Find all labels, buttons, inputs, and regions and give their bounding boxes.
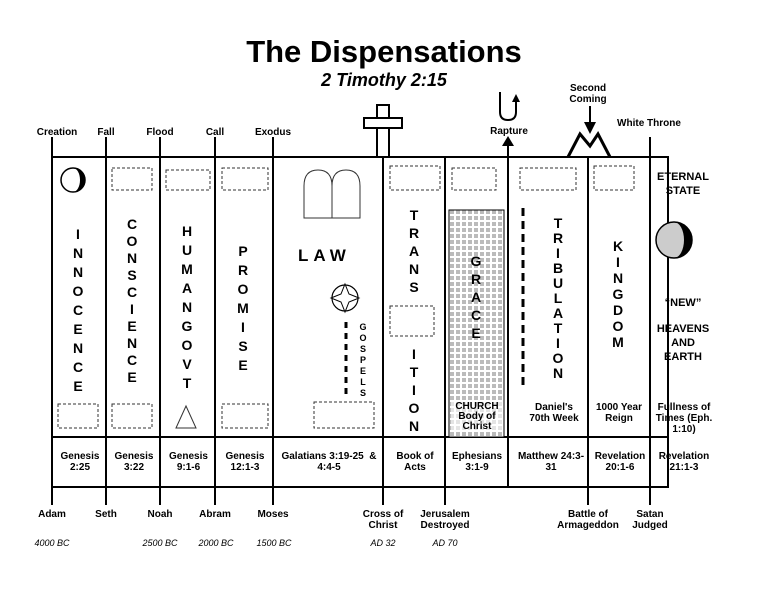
ref-promise: Genesis 12:1-3 xyxy=(225,451,265,473)
illustration-sketches xyxy=(57,165,635,429)
ref-conscience: Genesis 3:22 xyxy=(114,451,154,473)
year-cross: AD 32 xyxy=(370,538,396,548)
label-white-throne: White Throne xyxy=(617,118,681,129)
year-moses: 1500 BC xyxy=(256,538,292,548)
dispensation-law: LAW xyxy=(298,246,351,265)
ref-kingdom: Revelation 20:1-6 xyxy=(594,451,646,473)
label-flood: Flood xyxy=(146,127,174,138)
label-exodus: Exodus xyxy=(254,127,292,138)
second-coming-arrow-head xyxy=(584,122,596,134)
label-adam: Adam xyxy=(38,509,66,520)
illustration-last-supper xyxy=(313,401,375,429)
illustration-stars xyxy=(221,403,269,429)
illustration-abraham xyxy=(221,167,269,191)
label-fall: Fall xyxy=(97,127,115,138)
illustration-pentecost xyxy=(389,305,435,337)
ref-innocence: Genesis 2:25 xyxy=(60,451,100,473)
label-cross: Cross of Christ xyxy=(362,509,404,531)
illustration-sacrifice xyxy=(111,403,153,429)
ref-human-govt: Genesis 9:1-6 xyxy=(169,451,208,473)
ref-transition: Book of Acts xyxy=(396,451,434,473)
rapture-hook xyxy=(499,92,517,122)
year-reign-note: 1000 Year Reign xyxy=(596,402,642,424)
year-abram: 2000 BC xyxy=(198,538,234,548)
label-jerusalem: Jerusalem Destroyed xyxy=(420,509,470,531)
star-icon xyxy=(329,282,361,314)
label-satan: Satan Judged xyxy=(632,509,668,531)
label-moses: Moses xyxy=(257,509,289,520)
illustration-apostles xyxy=(389,165,441,191)
label-seth: Seth xyxy=(95,509,117,520)
eternal-state-label: ETERNAL STATE xyxy=(657,171,709,197)
label-second-coming: Second Coming xyxy=(569,83,607,105)
cross-icon xyxy=(363,104,403,158)
label-call: Call xyxy=(205,127,225,138)
illustration-serpent xyxy=(57,403,99,429)
church-body-note: CHURCH Body of Christ xyxy=(451,402,503,432)
year-jerusalem: AD 70 xyxy=(432,538,458,548)
heavens-earth-label: HEAVENS AND EARTH xyxy=(656,323,710,363)
ref-grace: Ephesians 3:1-9 xyxy=(451,451,503,473)
label-rapture: Rapture xyxy=(490,126,528,137)
moon-icon xyxy=(60,167,86,193)
label-creation: Creation xyxy=(36,127,78,138)
second-coming-mountains xyxy=(566,131,612,158)
illustration-horsemen xyxy=(519,167,577,191)
illustration-ark xyxy=(165,169,211,191)
page-subtitle: 2 Timothy 2:15 xyxy=(321,70,447,90)
earth-icon xyxy=(655,221,693,259)
daniels-week-note: Daniel's 70th Week xyxy=(529,402,579,424)
label-abram: Abram xyxy=(199,509,231,520)
illustration-preacher xyxy=(451,167,497,191)
new-label: “NEW” xyxy=(664,297,702,309)
ref-law: Galatians 3:19-25 & 4:4-5 xyxy=(281,451,383,473)
illustration-tower xyxy=(175,404,197,429)
dispensation-dividers xyxy=(51,137,651,505)
ref-tribulation: Matthew 24:3-31 xyxy=(517,451,585,473)
illustration-tablets xyxy=(303,169,333,219)
page-title: The Dispensations xyxy=(246,34,522,69)
illustration-expulsion xyxy=(111,167,153,191)
year-noah: 2500 BC xyxy=(142,538,178,548)
grace-shading xyxy=(448,209,505,438)
ref-eternal: Revelation 21:1-3 xyxy=(658,451,710,473)
year-adam: 4000 BC xyxy=(34,538,70,548)
rapture-arrow-head xyxy=(502,136,514,146)
rapture-hook-head xyxy=(512,94,520,102)
label-noah: Noah xyxy=(147,509,173,520)
fullness-note: Fullness of Times (Eph. 1:10) xyxy=(655,402,713,435)
illustration-king xyxy=(593,165,635,191)
label-armageddon: Battle of Armageddon xyxy=(557,509,619,531)
